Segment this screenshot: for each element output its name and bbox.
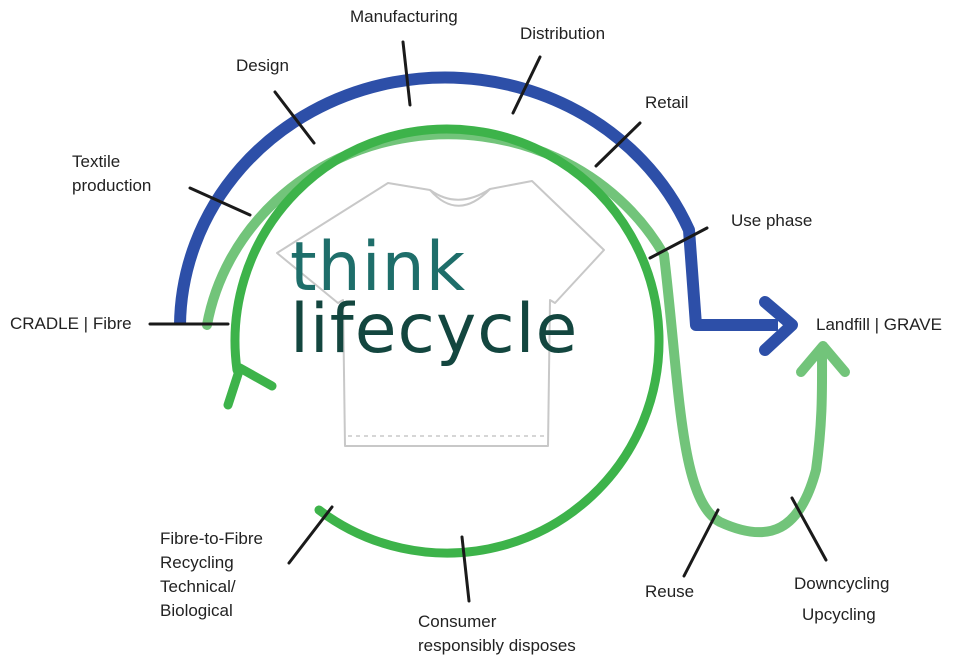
- circular-loop-arrow-head-icon: [223, 363, 277, 410]
- label-downcycling: Downcycling: [794, 574, 890, 593]
- tshirt-icon: [276, 180, 605, 447]
- tick-design: [273, 90, 316, 145]
- label-distribution: Distribution: [520, 24, 606, 43]
- circular-loop-path: [230, 124, 664, 558]
- label-retail: Retail: [645, 93, 689, 112]
- label-consumer-line1: Consumer: [418, 612, 497, 631]
- label-f2f-line1: Fibre-to-Fibre: [160, 529, 263, 548]
- label-cradle: CRADLE | Fibre: [10, 314, 132, 333]
- label-manufacturing: Manufacturing: [350, 7, 458, 26]
- label-textile-line2: production: [72, 176, 152, 195]
- label-consumer-disposes: Consumer responsibly disposes: [418, 610, 576, 658]
- title-think: think: [290, 228, 467, 307]
- label-consumer-line2: responsibly disposes: [418, 636, 576, 655]
- label-design: Design: [236, 56, 289, 75]
- tick-fibre-to-fibre: [287, 505, 334, 565]
- label-grave: Landfill | GRAVE: [816, 315, 942, 334]
- label-fibre-to-fibre: Fibre-to-Fibre Recycling Technical/ Biol…: [160, 527, 263, 623]
- label-reuse: Reuse: [645, 582, 695, 601]
- tick-use-phase: [648, 226, 709, 260]
- title-lifecycle: lifecycle: [290, 290, 579, 369]
- tick-distribution: [511, 55, 542, 115]
- label-f2f-line2: Recycling: [160, 553, 234, 572]
- label-textile-production: Textile production: [72, 150, 151, 198]
- label-f2f-line4: Biological: [160, 601, 233, 620]
- label-f2f-line3: Technical/: [160, 577, 236, 596]
- grave-arrow-head-icon: [759, 296, 798, 356]
- label-upcycling: Upcycling: [802, 605, 876, 624]
- tick-textile-production: [188, 186, 252, 217]
- tick-consumer-disposes: [460, 535, 471, 603]
- tick-downcycling: [790, 496, 828, 562]
- tick-retail: [594, 121, 642, 168]
- label-textile-line1: Textile: [72, 152, 121, 171]
- tick-reuse: [682, 508, 720, 578]
- secondary-loop-arrow-head-icon: [796, 341, 850, 377]
- stage-ticks: [148, 40, 828, 603]
- tick-manufacturing: [401, 40, 412, 107]
- label-use-phase: Use phase: [731, 211, 813, 230]
